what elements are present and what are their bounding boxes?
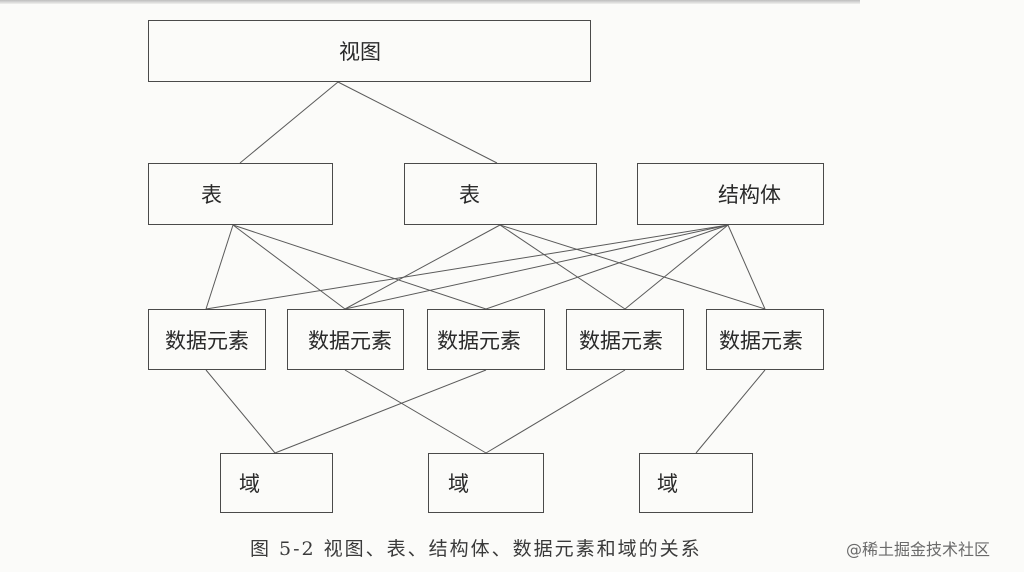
data-element-box: 数据元素 — [566, 309, 684, 370]
connector-line — [205, 224, 234, 310]
figure-caption: 图 5-2 视图、表、结构体、数据元素和域的关系 — [250, 538, 702, 560]
connector-line — [499, 224, 766, 310]
domain-label: 域 — [239, 472, 260, 496]
data-element-label: 数据元素 — [437, 328, 521, 353]
domain-label: 域 — [448, 472, 469, 496]
connector-line — [239, 81, 339, 164]
view-box: 视图 — [148, 20, 591, 82]
connector-line — [695, 369, 766, 454]
connector-line — [344, 224, 729, 310]
connector-line — [485, 369, 626, 454]
data-element-box: 数据元素 — [148, 309, 266, 370]
domain-box: 域 — [220, 453, 333, 513]
connector-line — [344, 224, 501, 310]
watermark: @稀土掘金技术社区 — [846, 540, 991, 559]
data-element-label: 数据元素 — [579, 328, 663, 353]
connector-line — [499, 224, 626, 310]
struct-label: 结构体 — [718, 183, 781, 207]
connector-line — [344, 369, 487, 454]
domain-box: 域 — [428, 453, 544, 513]
connector-line — [205, 369, 276, 454]
table-box: 表 — [148, 163, 333, 225]
data-element-box: 数据元素 — [427, 309, 545, 370]
data-element-label: 数据元素 — [308, 328, 392, 353]
domain-label: 域 — [657, 472, 678, 496]
connector-line — [337, 81, 498, 164]
connector-line — [624, 224, 729, 310]
table-label: 表 — [201, 183, 222, 207]
connector-line — [232, 224, 487, 310]
data-element-label: 数据元素 — [165, 328, 249, 353]
domain-box: 域 — [639, 453, 753, 513]
view-label: 视图 — [339, 40, 381, 64]
data-element-box: 数据元素 — [706, 309, 824, 370]
table-label: 表 — [459, 183, 480, 207]
connector-line — [727, 224, 766, 310]
data-element-box: 数据元素 — [287, 309, 404, 370]
table-box: 表 — [404, 163, 597, 225]
connector-line — [274, 369, 487, 454]
top-edge-strip — [0, 0, 860, 4]
connector-line — [232, 224, 346, 310]
connector-line — [205, 224, 729, 310]
data-element-label: 数据元素 — [719, 328, 803, 353]
struct-box: 结构体 — [637, 163, 824, 225]
connector-line — [485, 224, 729, 310]
